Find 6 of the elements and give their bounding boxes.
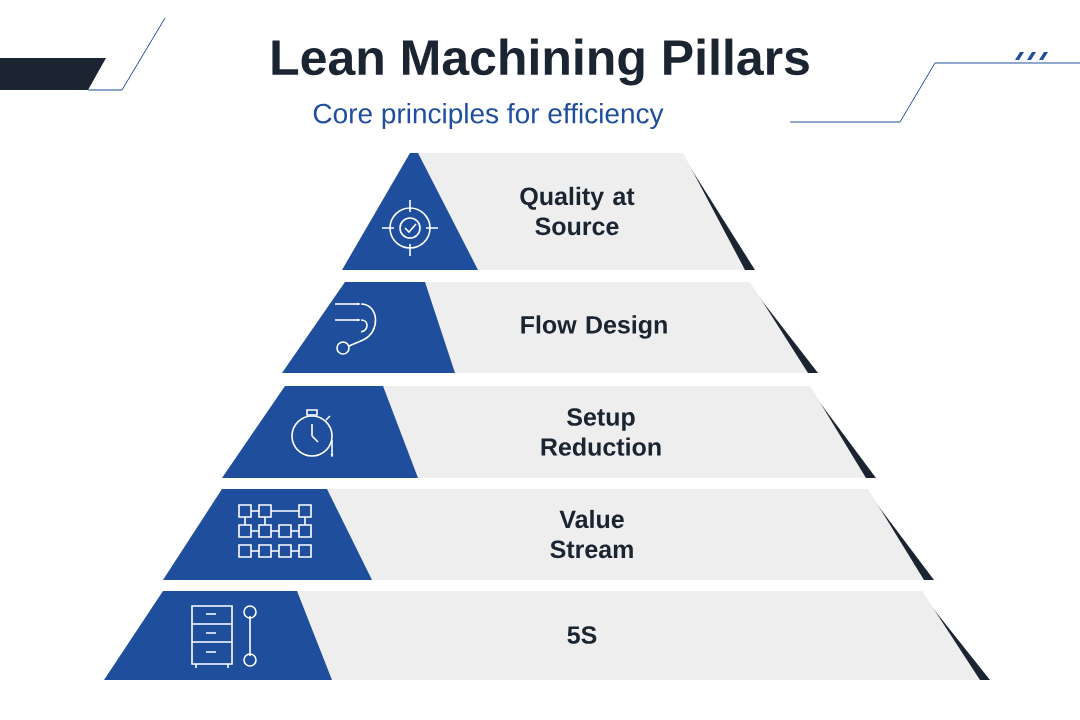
pyramid-band: Setup Reduction [222, 386, 876, 478]
pyramid-band: Flow Design [282, 282, 818, 373]
title: Lean Machining Pillars [272, 38, 809, 86]
pyramid-band: Quality at Source [342, 153, 755, 270]
pyramid-band: Value Stream [163, 489, 934, 580]
pyramid-band: 5S [104, 591, 990, 680]
